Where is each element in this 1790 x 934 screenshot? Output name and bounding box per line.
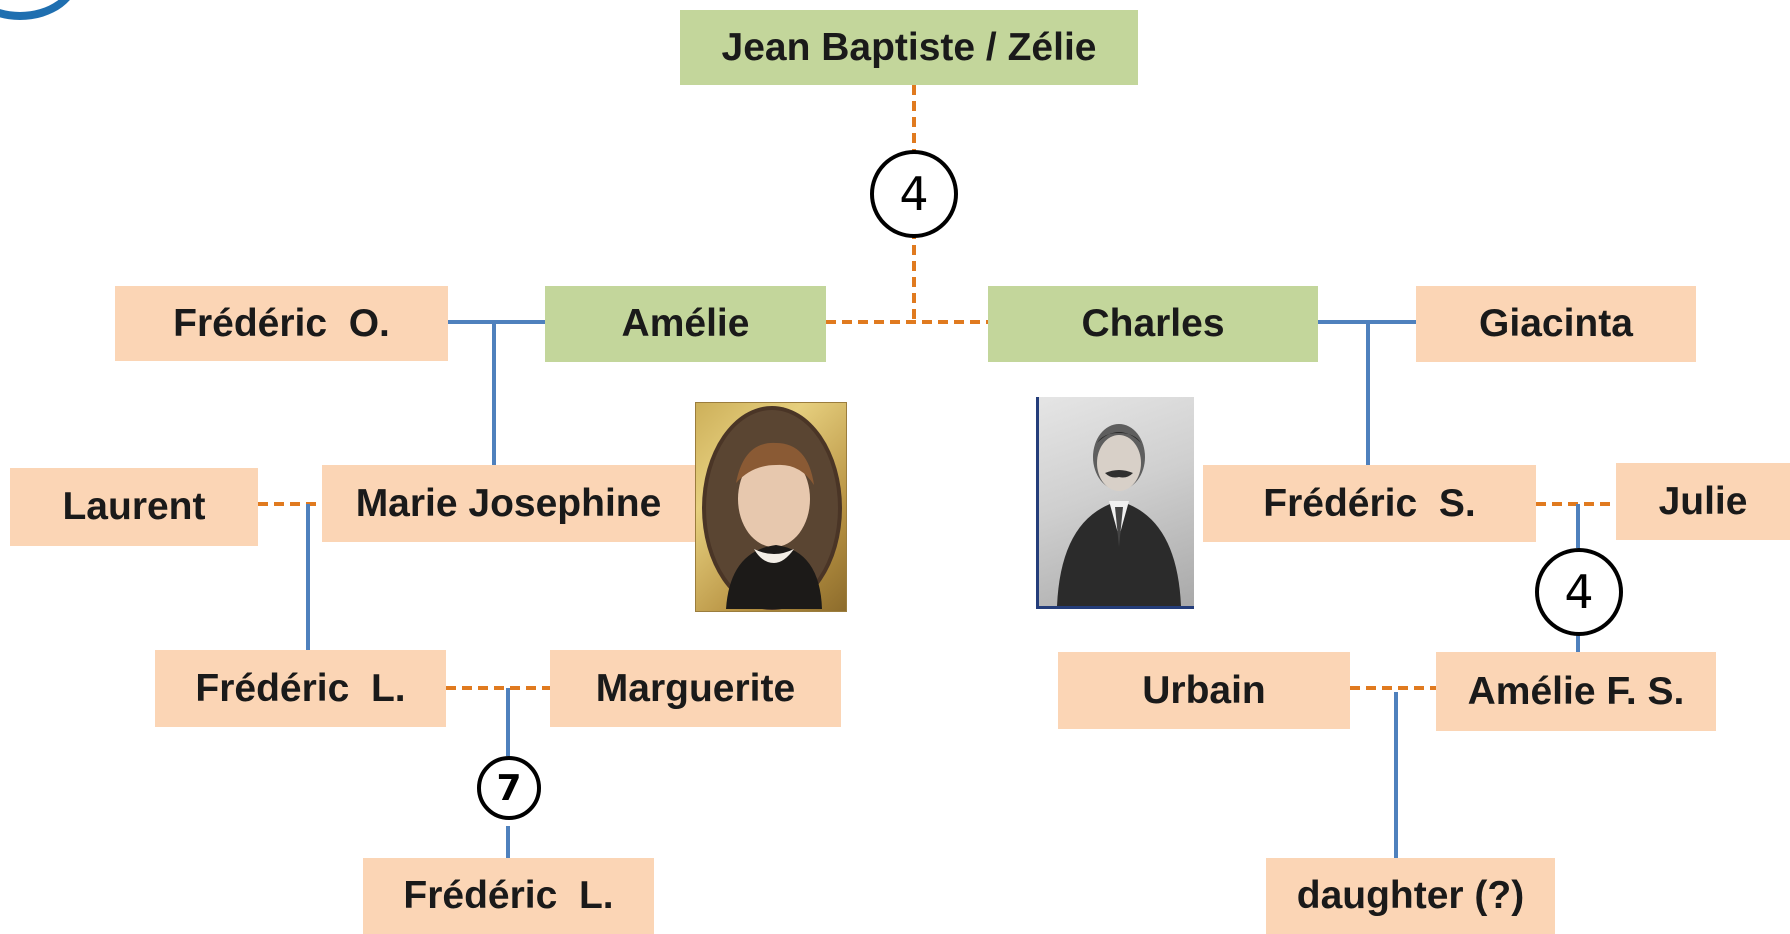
portrait-of-marie-josephine: [695, 402, 847, 612]
generation-badge-right: 4: [1535, 548, 1623, 636]
person-julie: Julie: [1616, 463, 1790, 540]
person-urbain: Urbain: [1058, 652, 1350, 729]
person-frederic-l: Frédéric L.: [155, 650, 446, 727]
person-frederic-l-child: Frédéric L.: [363, 858, 654, 934]
person-marie-josephine: Marie Josephine: [322, 465, 695, 542]
person-giacinta: Giacinta: [1416, 286, 1696, 362]
person-jean-baptiste-zelie: Jean Baptiste / Zélie: [680, 10, 1138, 85]
person-frederic-o: Frédéric O.: [115, 286, 448, 361]
person-marguerite: Marguerite: [550, 650, 841, 727]
portrait-of-charles: [1036, 397, 1194, 609]
person-charles: Charles: [988, 286, 1318, 362]
person-amelie-f-s: Amélie F. S.: [1436, 652, 1716, 731]
person-amelie: Amélie: [545, 286, 826, 362]
person-laurent: Laurent: [10, 468, 258, 546]
person-daughter: daughter (?): [1266, 858, 1555, 934]
generation-badge-top: 4: [870, 150, 958, 238]
person-frederic-s: Frédéric S.: [1203, 465, 1536, 542]
generation-badge-left: 7: [477, 756, 541, 820]
